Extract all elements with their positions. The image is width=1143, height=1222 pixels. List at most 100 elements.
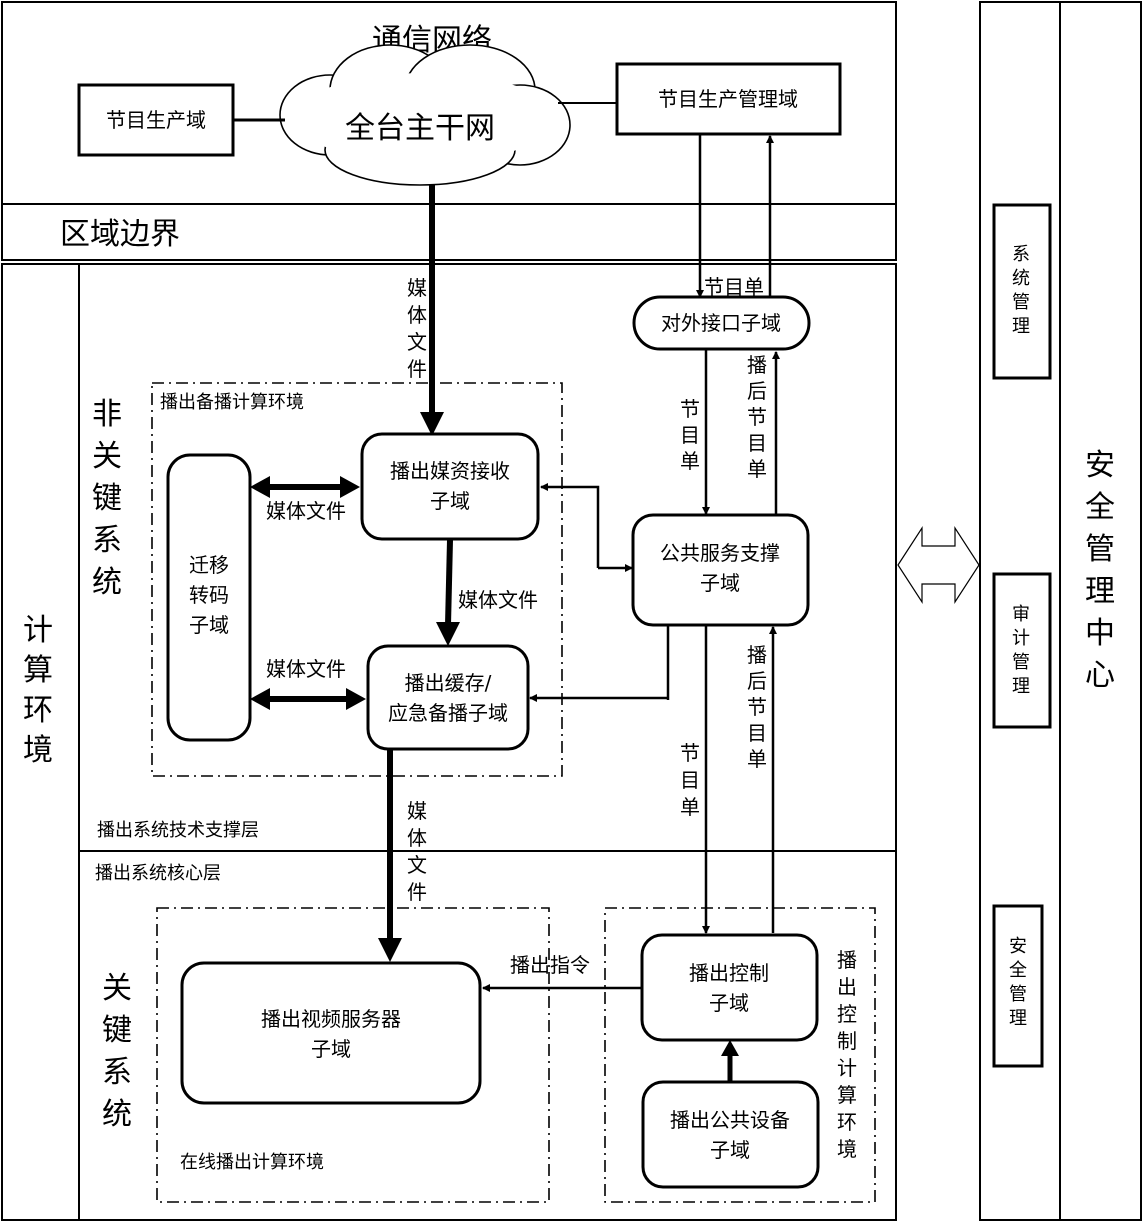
backbone-cloud [279,44,571,186]
svg-text:关: 关 [92,439,122,474]
security-mgmt-box[interactable] [992,904,1044,1068]
online-env-label: 在线播出计算环境 [180,1152,324,1173]
svg-text:节: 节 [680,397,700,421]
cache-label-2: 应急备播子域 [388,701,508,725]
migrate-media-recv-head-left [250,476,270,498]
migrate-media-recv-head-right [340,476,360,498]
svg-text:单: 单 [747,747,767,771]
video-server-node[interactable] [180,961,482,1105]
svg-text:单: 单 [680,449,700,473]
edge-label-media-file-3: 媒体文件 [458,588,538,612]
video-server-label-2: 子域 [311,1037,351,1061]
compute-env-frame [1,263,897,1221]
svg-text:文: 文 [407,330,427,354]
media-recv-to-cache-head [436,622,460,646]
online-env-frame [156,907,550,1203]
boundary-frame [1,203,897,261]
svg-text:播: 播 [747,353,767,377]
prod-domain-label: 节目生产域 [106,108,206,132]
security-link-arrow [897,525,980,605]
security-mgmt-label: 安 全 管 理 [1009,936,1027,1029]
public-equipment-label-2: 子域 [710,1138,750,1162]
svg-text:管: 管 [1085,532,1115,567]
svg-text:安: 安 [1085,448,1115,483]
external-interface-label: 对外接口子域 [661,311,781,335]
cache-to-video-head [378,938,402,962]
svg-text:媒: 媒 [407,276,427,300]
system-mgmt-label: 系 统 管 理 [1012,244,1030,337]
svg-text:目: 目 [680,768,700,792]
svg-text:境: 境 [23,733,53,768]
prod-mgmt-domain-label: 节目生产管理域 [658,87,798,111]
public-service-label-1: 公共服务支撑 [660,541,780,565]
boundary-label: 区域边界 [60,217,180,252]
media-recv-to-cache-arrow [445,539,453,626]
edge-label-media-file-2: 媒体文件 [266,657,346,681]
svg-text:环: 环 [23,693,53,728]
edge-label-post-program-list-1: 播 后 节 目 单 [747,353,767,481]
cache-node[interactable] [366,644,530,751]
svg-text:境: 境 [837,1137,857,1161]
backbone-label: 全台主干网 [345,111,495,146]
media-recv-label-2: 子域 [430,489,470,513]
system-mgmt-box[interactable] [992,203,1052,380]
migrate-label-1: 迁移 [189,553,229,577]
security-center-column [1059,1,1142,1221]
svg-text:系: 系 [102,1055,132,1090]
migrate-node[interactable] [166,453,252,742]
svg-text:后: 后 [747,379,767,403]
svg-text:中: 中 [1085,616,1115,651]
svg-text:统: 统 [102,1097,132,1132]
backup-env-label: 播出备播计算环境 [160,392,304,413]
security-center-title: 安 全 管 理 中 心 [1085,448,1115,693]
svg-text:节: 节 [680,741,700,765]
edge-label-media-file-top: 媒 体 文 件 [407,276,427,381]
media-recv-node[interactable] [360,432,540,541]
svg-text:关: 关 [102,971,132,1006]
svg-text:计: 计 [23,613,53,648]
svg-text:播: 播 [747,643,767,667]
backup-env-frame [151,382,563,777]
svg-text:理: 理 [1085,574,1115,609]
control-label-2: 子域 [709,991,749,1015]
svg-text:算: 算 [837,1083,857,1107]
compute-env-label: 计 算 环 境 [23,613,53,768]
equip-to-control-head [721,1040,739,1056]
svg-text:单: 单 [680,795,700,819]
svg-text:统: 统 [1012,268,1030,289]
edge-label-program-list-top: 节目单 [704,275,764,299]
svg-text:理: 理 [1009,1008,1027,1029]
public-service-node[interactable] [631,513,810,627]
svg-text:非: 非 [92,397,122,432]
backbone-to-media-recv-head [420,412,444,436]
svg-text:计: 计 [837,1056,857,1080]
svg-text:全: 全 [1085,490,1115,525]
external-interface-node[interactable] [632,295,811,351]
svg-text:计: 计 [1012,628,1030,649]
svg-text:管: 管 [1012,652,1030,673]
public-service-label-2: 子域 [700,571,740,595]
edge-label-media-file-1: 媒体文件 [266,499,346,523]
svg-text:审: 审 [1012,604,1030,625]
migrate-label-2: 转码 [189,583,229,607]
svg-text:理: 理 [1012,316,1030,337]
svg-text:管: 管 [1012,292,1030,313]
svg-text:后: 后 [747,669,767,693]
migrate-label-3: 子域 [189,613,229,637]
core-layer-label: 播出系统核心层 [95,863,221,884]
public-equipment-node[interactable] [641,1080,820,1189]
migrate-cache-head-left [250,688,270,710]
public-equipment-label-1: 播出公共设备 [670,1108,790,1132]
noncritical-system-label: 非 关 键 系 统 [92,397,122,600]
prod-mgmt-domain-box[interactable] [615,62,842,136]
edge-label-command: 播出指令 [510,953,590,977]
svg-text:节: 节 [747,405,767,429]
svg-text:体: 体 [407,826,427,850]
control-node[interactable] [640,933,819,1042]
control-env-frame [604,907,876,1203]
svg-text:文: 文 [407,853,427,877]
audit-mgmt-box[interactable] [992,572,1052,729]
support-layer-label: 播出系统技术支撑层 [97,820,259,841]
edge-label-post-program-list-2: 播 后 节 目 单 [747,643,767,771]
